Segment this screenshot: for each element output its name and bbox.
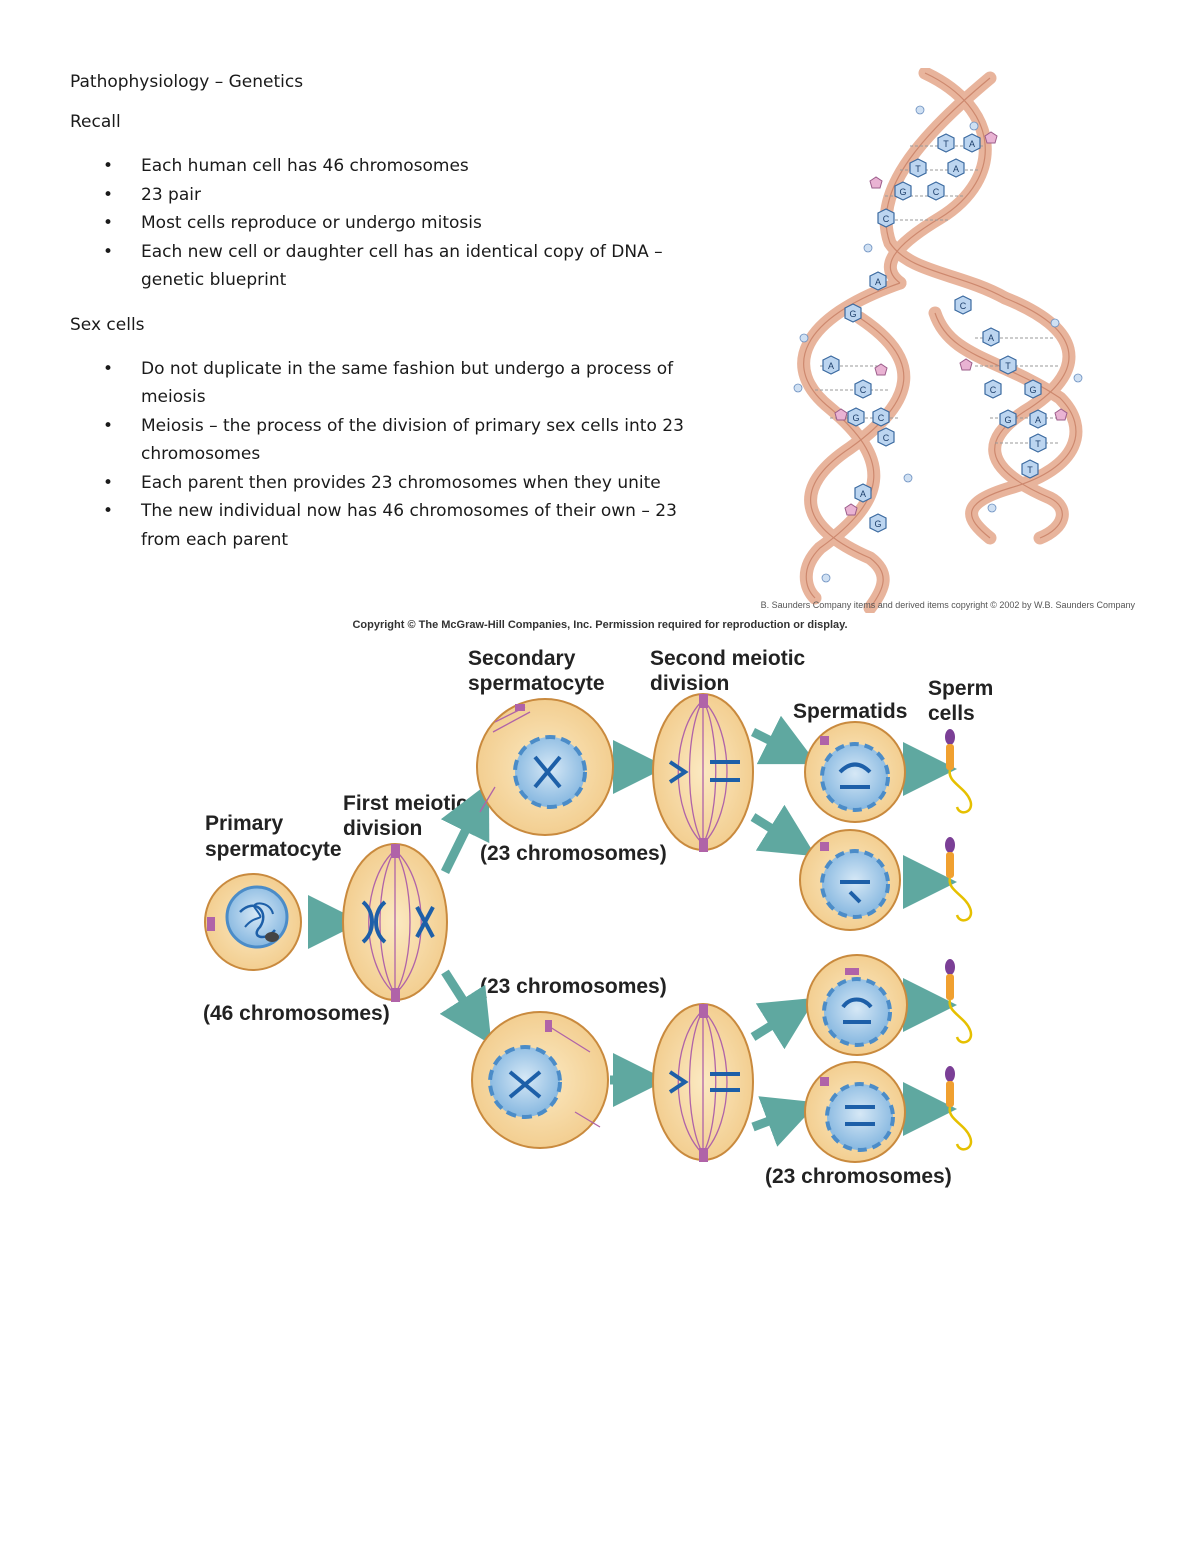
svg-text:G: G bbox=[1004, 415, 1011, 425]
svg-text:G: G bbox=[849, 309, 856, 319]
label-23-upper: (23 chromosomes) bbox=[480, 842, 667, 865]
spermatid-4 bbox=[804, 1061, 906, 1163]
svg-text:A: A bbox=[875, 277, 881, 287]
arrow bbox=[439, 969, 492, 1045]
label-sperm-2: cells bbox=[928, 702, 975, 725]
second-division-upper bbox=[652, 693, 754, 852]
svg-text:A: A bbox=[1035, 415, 1041, 425]
arrow bbox=[750, 715, 818, 765]
svg-text:A: A bbox=[828, 361, 834, 371]
spermatid-3 bbox=[806, 954, 908, 1056]
arrow bbox=[750, 997, 816, 1050]
figure-copyright: Copyright © The McGraw-Hill Companies, I… bbox=[352, 619, 847, 631]
page-title: Pathophysiology – Genetics bbox=[70, 72, 304, 92]
base-A bbox=[963, 133, 981, 153]
label-sperm-1: Sperm bbox=[928, 677, 993, 700]
svg-text:C: C bbox=[860, 385, 867, 395]
svg-text:G: G bbox=[852, 413, 859, 423]
dna-figure-credit: W.B. Saunders Company items and derived … bbox=[760, 600, 1135, 610]
label-second-division-2: division bbox=[650, 672, 729, 695]
svg-text:C: C bbox=[883, 214, 890, 224]
recall-list: Each human cell has 46 chromosomes 23 pa… bbox=[70, 152, 710, 295]
primary-spermatocyte-cell bbox=[204, 873, 302, 971]
svg-text:G: G bbox=[874, 519, 881, 529]
list-item: Do not duplicate in the same fashion but… bbox=[70, 355, 710, 412]
svg-text:C: C bbox=[933, 187, 940, 197]
label-46-chromosomes: (46 chromosomes) bbox=[203, 1002, 390, 1025]
list-item: Most cells reproduce or undergo mitosis bbox=[70, 209, 710, 238]
svg-text:G: G bbox=[1029, 385, 1036, 395]
first-division-cell bbox=[342, 843, 448, 1002]
list-item: Each parent then provides 23 chromosomes… bbox=[70, 469, 710, 498]
label-first-division-2: division bbox=[343, 817, 422, 840]
svg-text:C: C bbox=[960, 301, 967, 311]
spermatid-2 bbox=[799, 829, 901, 931]
sex-cells-list: Do not duplicate in the same fashion but… bbox=[70, 355, 710, 555]
secondary-spermatocyte-lower bbox=[471, 1011, 609, 1149]
svg-text:A: A bbox=[860, 489, 866, 499]
sperm-cell bbox=[945, 729, 973, 814]
svg-text:G: G bbox=[899, 187, 906, 197]
base-G bbox=[894, 181, 912, 201]
svg-text:T: T bbox=[943, 139, 949, 149]
svg-text:C: C bbox=[883, 433, 890, 443]
document-text: Pathophysiology – Genetics Recall Each h… bbox=[70, 72, 710, 574]
base-T bbox=[937, 133, 955, 153]
sperm-cell bbox=[945, 959, 973, 1044]
svg-text:A: A bbox=[953, 164, 959, 174]
svg-text:T: T bbox=[915, 164, 921, 174]
list-item: The new individual now has 46 chromosome… bbox=[70, 497, 710, 554]
label-spermatids: Spermatids bbox=[793, 700, 907, 723]
sperm-cell bbox=[945, 837, 973, 922]
label-23-bottom: (23 chromosomes) bbox=[765, 1165, 952, 1188]
label-secondary-2: spermatocyte bbox=[468, 672, 605, 695]
sex-cells-heading: Sex cells bbox=[70, 314, 145, 335]
recall-heading: Recall bbox=[70, 112, 121, 132]
svg-text:C: C bbox=[878, 413, 885, 423]
svg-text:A: A bbox=[988, 333, 994, 343]
secondary-spermatocyte-upper bbox=[476, 698, 614, 836]
sperm-cell bbox=[945, 1066, 973, 1151]
svg-text:C: C bbox=[990, 385, 997, 395]
arrow bbox=[750, 804, 816, 857]
list-item: Each new cell or daughter cell has an id… bbox=[70, 238, 710, 295]
list-item: Meiosis – the process of the division of… bbox=[70, 412, 710, 469]
second-division-lower bbox=[652, 1003, 754, 1162]
label-first-division-1: First meiotic bbox=[343, 792, 468, 815]
meiosis-figure: Copyright © The McGraw-Hill Companies, I… bbox=[203, 619, 993, 1188]
label-second-division-1: Second meiotic bbox=[650, 647, 806, 670]
list-item: 23 pair bbox=[70, 181, 710, 210]
svg-text:T: T bbox=[1027, 465, 1033, 475]
svg-text:T: T bbox=[1035, 439, 1041, 449]
arrow bbox=[440, 782, 490, 874]
base-C bbox=[927, 181, 945, 201]
label-primary-1: Primary bbox=[205, 812, 284, 835]
list-item: Each human cell has 46 chromosomes bbox=[70, 152, 710, 181]
arrow bbox=[751, 1096, 819, 1147]
spermatid-1 bbox=[804, 721, 906, 823]
svg-text:A: A bbox=[969, 139, 975, 149]
label-primary-2: spermatocyte bbox=[205, 838, 342, 861]
label-23-lower: (23 chromosomes) bbox=[480, 975, 667, 998]
svg-text:T: T bbox=[1005, 361, 1011, 371]
label-secondary-1: Secondary bbox=[468, 647, 576, 670]
